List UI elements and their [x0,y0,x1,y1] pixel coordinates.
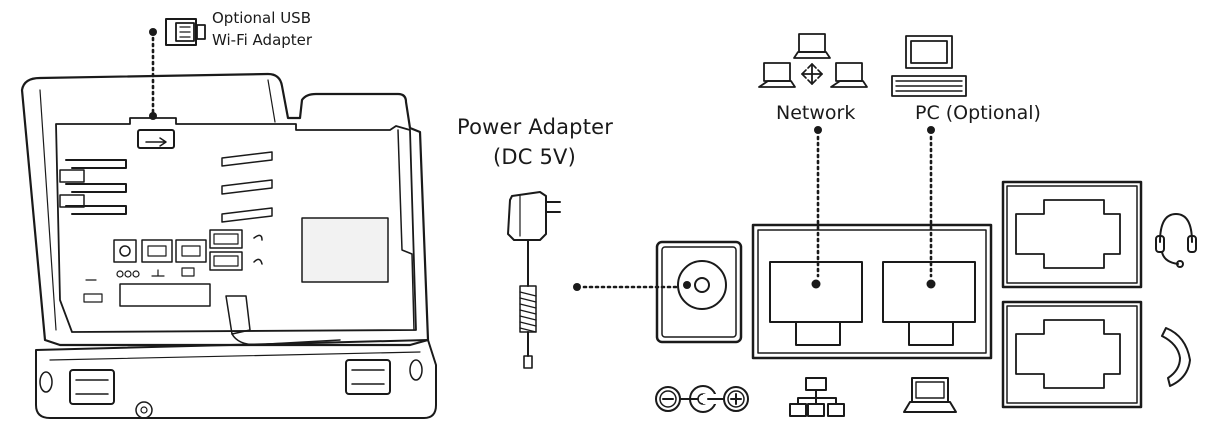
power-plug-dot [573,283,581,291]
pc-port-icon [903,377,957,413]
pc-icon [891,35,967,97]
headset-icon [1155,213,1197,268]
network-label: Network [776,102,856,124]
power-adapter-label-line1: Power Adapter [457,115,614,139]
pc-port-dot [926,279,936,289]
usb-adapter-label-line2: Wi-Fi Adapter [212,31,313,49]
power-jack-dot [683,281,691,289]
pc-label: PC (Optional) [915,102,1041,124]
power-adapter-icon [507,191,561,369]
headset-port [1001,180,1143,289]
phone-back-view [20,72,437,419]
lan-port-dot [811,279,821,289]
network-icon [758,33,868,88]
network-cable-dot [814,126,822,134]
usb-adapter-icon [165,18,206,46]
pc-cable-dot [927,126,935,134]
usb-port-dot [149,112,157,120]
usb-adapter-label-line1: Optional USB [212,9,311,27]
lan-icon [789,377,845,417]
usb-connector-dot [149,28,157,36]
handset-icon [1161,327,1191,387]
handset-port [1001,300,1143,409]
dc-polarity-icon [655,385,749,413]
power-adapter-label-line2: (DC 5V) [493,145,577,169]
ethernet-ports-panel [751,223,993,360]
dc-jack-port [655,240,743,344]
